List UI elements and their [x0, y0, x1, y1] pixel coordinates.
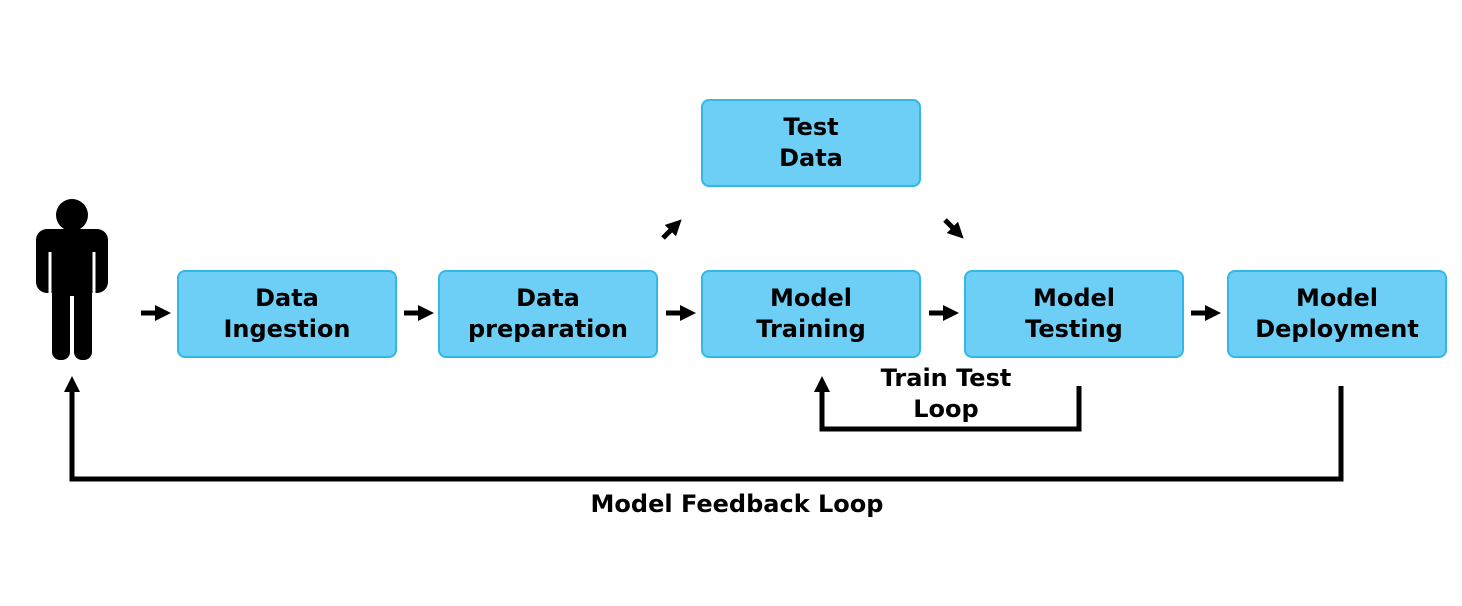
- person-icon: [36, 199, 108, 360]
- edge-test-data-to-model-testing: [943, 218, 964, 239]
- loop-label-line: Train Test: [880, 364, 1012, 392]
- node-label-line: Training: [756, 315, 866, 343]
- node-label-line: preparation: [468, 315, 628, 343]
- node-label-line: Test: [783, 113, 839, 141]
- edge-train-test-loop: [813, 375, 1082, 432]
- edge-model-training-to-test-data: [661, 219, 682, 240]
- edge-model-feedback-loop: [63, 375, 1344, 482]
- node-data-preparation: Data preparation: [438, 270, 658, 358]
- loop-label-line: Model Feedback Loop: [590, 490, 884, 518]
- node-label-line: Model: [1032, 284, 1116, 312]
- node-label-line: Testing: [1025, 315, 1123, 343]
- node-test-data: Test Data: [701, 99, 921, 187]
- node-model-deployment: Model Deployment: [1227, 270, 1447, 358]
- node-label-line: Model: [1295, 284, 1379, 312]
- node-data-ingestion: Data Ingestion: [177, 270, 397, 358]
- loop-label-line: Loop: [913, 395, 979, 423]
- node-label-line: Deployment: [1255, 315, 1419, 343]
- model-feedback-loop-label: Model Feedback Loop: [537, 489, 937, 520]
- train-test-loop-label: Train Test Loop: [846, 363, 1046, 425]
- node-model-training: Model Training: [701, 270, 921, 358]
- node-label-line: Model: [769, 284, 853, 312]
- node-label-line: Data: [255, 284, 319, 312]
- node-label-line: Ingestion: [223, 315, 351, 343]
- node-label-line: Data: [516, 284, 580, 312]
- node-model-testing: Model Testing: [964, 270, 1184, 358]
- node-label-line: Data: [779, 144, 843, 172]
